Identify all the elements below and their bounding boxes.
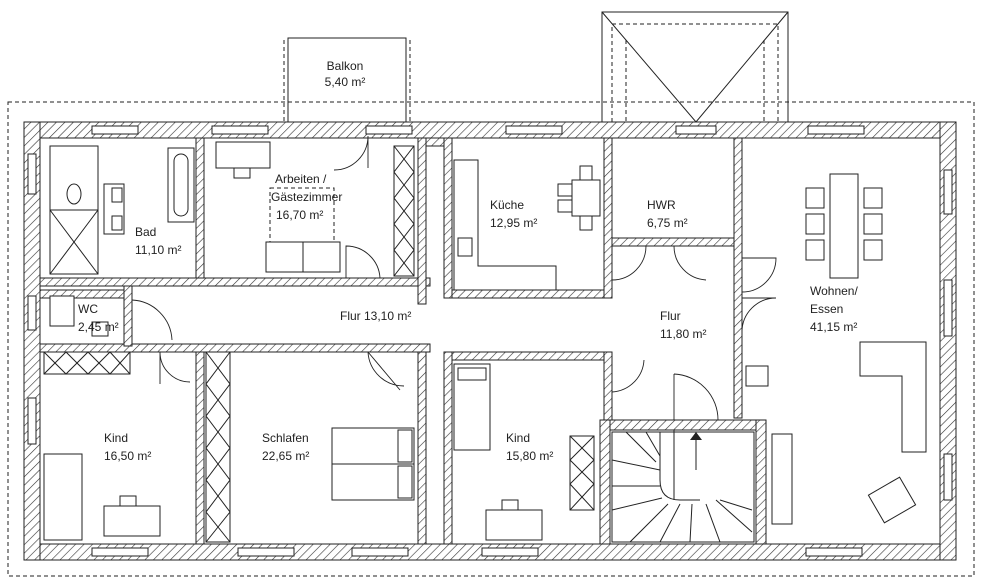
interior-walls <box>39 137 767 545</box>
balkon-area: 5,40 m² <box>325 75 366 89</box>
bedroom-furniture <box>43 295 595 543</box>
kueche-area: 12,95 m² <box>490 216 537 230</box>
doors <box>131 135 777 421</box>
wc-name: WC <box>78 302 98 316</box>
labels: Balkon 5,40 m² Arbeiten / Gästezimmer 16… <box>78 59 858 463</box>
wohnen-name-1: Wohnen/ <box>810 284 858 298</box>
bad-area: 11,10 m² <box>135 243 181 257</box>
kind-left-name: Kind <box>104 431 128 445</box>
staircase <box>611 430 755 543</box>
wohnen-name-2: Essen <box>810 302 843 316</box>
flur-right-name: Flur <box>660 309 681 323</box>
kind-left-area: 16,50 m² <box>104 449 151 463</box>
bad-name: Bad <box>135 225 156 239</box>
arbeiten-name-2: Gästezimmer <box>271 190 342 204</box>
study-furniture <box>215 141 415 277</box>
flur-right-area: 11,80 m² <box>660 327 706 341</box>
kind-mid-name: Kind <box>506 431 530 445</box>
hwr-area: 6,75 m² <box>647 216 688 230</box>
bathroom-fixtures <box>49 145 195 275</box>
hwr-name: HWR <box>647 198 676 212</box>
kueche-name: Küche <box>490 198 524 212</box>
kitchen-furniture <box>453 159 601 291</box>
living-furniture <box>745 173 927 525</box>
arbeiten-area: 16,70 m² <box>276 208 323 222</box>
kind-mid-area: 15,80 m² <box>506 449 553 463</box>
schlafen-area: 22,65 m² <box>262 449 309 463</box>
wc-area: 2,45 m² <box>78 320 119 334</box>
wohnen-area: 41,15 m² <box>810 320 857 334</box>
schlafen-name: Schlafen <box>262 431 309 445</box>
arbeiten-name-1: Arbeiten / <box>275 172 327 186</box>
flur-main-label: Flur 13,10 m² <box>340 309 411 323</box>
roof-outline <box>7 101 975 577</box>
balkon-name: Balkon <box>327 59 364 73</box>
windows <box>27 125 953 557</box>
dormer <box>601 11 789 125</box>
